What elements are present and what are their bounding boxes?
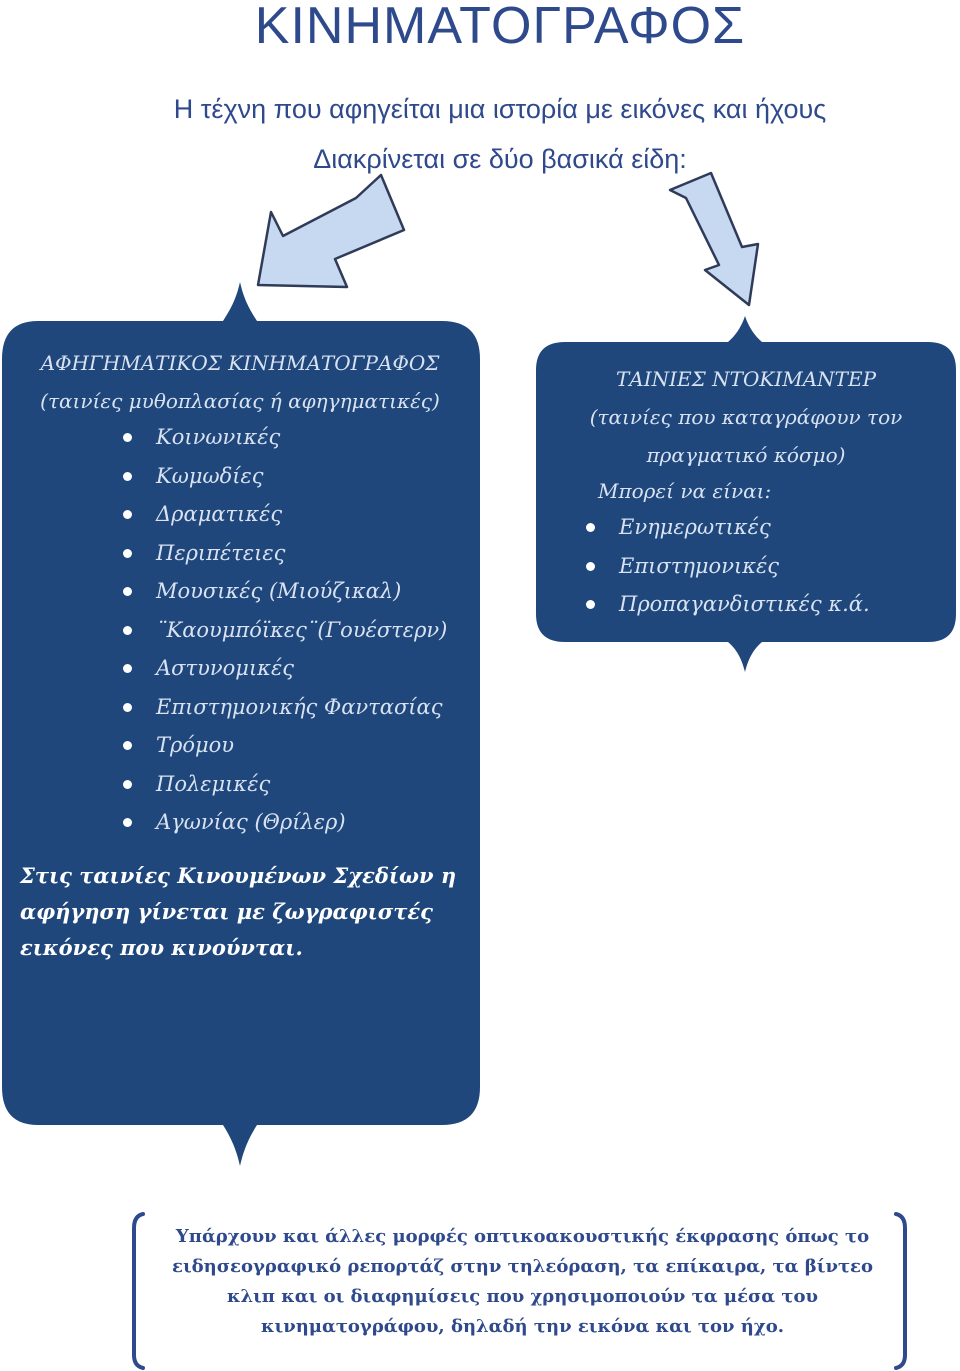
documentary-heading: ΤΑΙΝΙΕΣ ΝΤΟΚΙΜΑΝΤΕΡ (ταινίες που καταγρά… <box>536 360 956 474</box>
right-bracket-icon <box>894 1212 907 1370</box>
documentary-heading-line-3: πραγματικό κόσμο) <box>646 443 846 467</box>
list-item: Αστυνομικές <box>118 649 447 688</box>
narrative-genre-list: Κοινωνικές Κωμωδίες Δραματικές Περιπέτει… <box>118 418 447 842</box>
list-item: Ενημερωτικές <box>581 508 870 547</box>
left-bracket-icon <box>132 1212 145 1370</box>
documentary-heading-line-1: ΤΑΙΝΙΕΣ ΝΤΟΚΙΜΑΝΤΕΡ <box>615 367 877 391</box>
list-item: Προπαγανδιστικές κ.ά. <box>581 585 870 624</box>
bottom-note: Υπάρχουν και άλλες μορφές οπτικοακουστικ… <box>172 1226 873 1337</box>
narrative-heading: ΑΦΗΓΗΜΑΤΙΚΟΣ ΚΙΝΗΜΑΤΟΓΡΑΦΟΣ (ταινίες μυθ… <box>0 344 480 420</box>
narrative-heading-line-2: (ταινίες μυθοπλασίας ή αφηγηματικές) <box>40 389 440 413</box>
list-item: Κωμωδίες <box>118 457 447 496</box>
documentary-type-list: Ενημερωτικές Επιστημονικές Προπαγανδιστι… <box>581 508 870 624</box>
list-item: ¨Καουμπόϊκες¨(Γουέστερν) <box>118 611 447 650</box>
documentary-box <box>536 316 956 672</box>
list-item: Πολεμικές <box>118 765 447 804</box>
arrow-left-icon <box>256 173 406 289</box>
list-item: Κοινωνικές <box>118 418 447 457</box>
arrow-right-icon <box>668 171 760 307</box>
list-item: Δραματικές <box>118 495 447 534</box>
subtitle-line-1: Η τέχνη που αφηγείται μια ιστορία με εικ… <box>173 94 827 124</box>
animation-note: Στις ταινίες Κινουμένων Σχεδίων η αφήγησ… <box>20 863 457 960</box>
narrative-box <box>2 282 480 1166</box>
subtitle-line-2: Διακρίνεται σε δύο βασικά είδη: <box>313 144 687 174</box>
list-item: Περιπέτειες <box>118 534 447 573</box>
narrative-heading-line-1: ΑΦΗΓΗΜΑΤΙΚΟΣ ΚΙΝΗΜΑΤΟΓΡΑΦΟΣ <box>40 351 440 375</box>
page-title: ΚΙΝΗΜΑΤΟΓΡΑΦΟΣ <box>254 0 746 55</box>
list-item: Τρόμου <box>118 726 447 765</box>
list-item: Μουσικές (Μιούζικαλ) <box>118 572 447 611</box>
documentary-subheading: Μπορεί να είναι: <box>598 479 772 503</box>
documentary-heading-line-2: (ταινίες που καταγράφουν τον <box>589 405 903 429</box>
list-item: Επιστημονικής Φαντασίας <box>118 688 447 727</box>
list-item: Αγωνίας (Θρίλερ) <box>118 803 447 842</box>
list-item: Επιστημονικές <box>581 547 870 586</box>
